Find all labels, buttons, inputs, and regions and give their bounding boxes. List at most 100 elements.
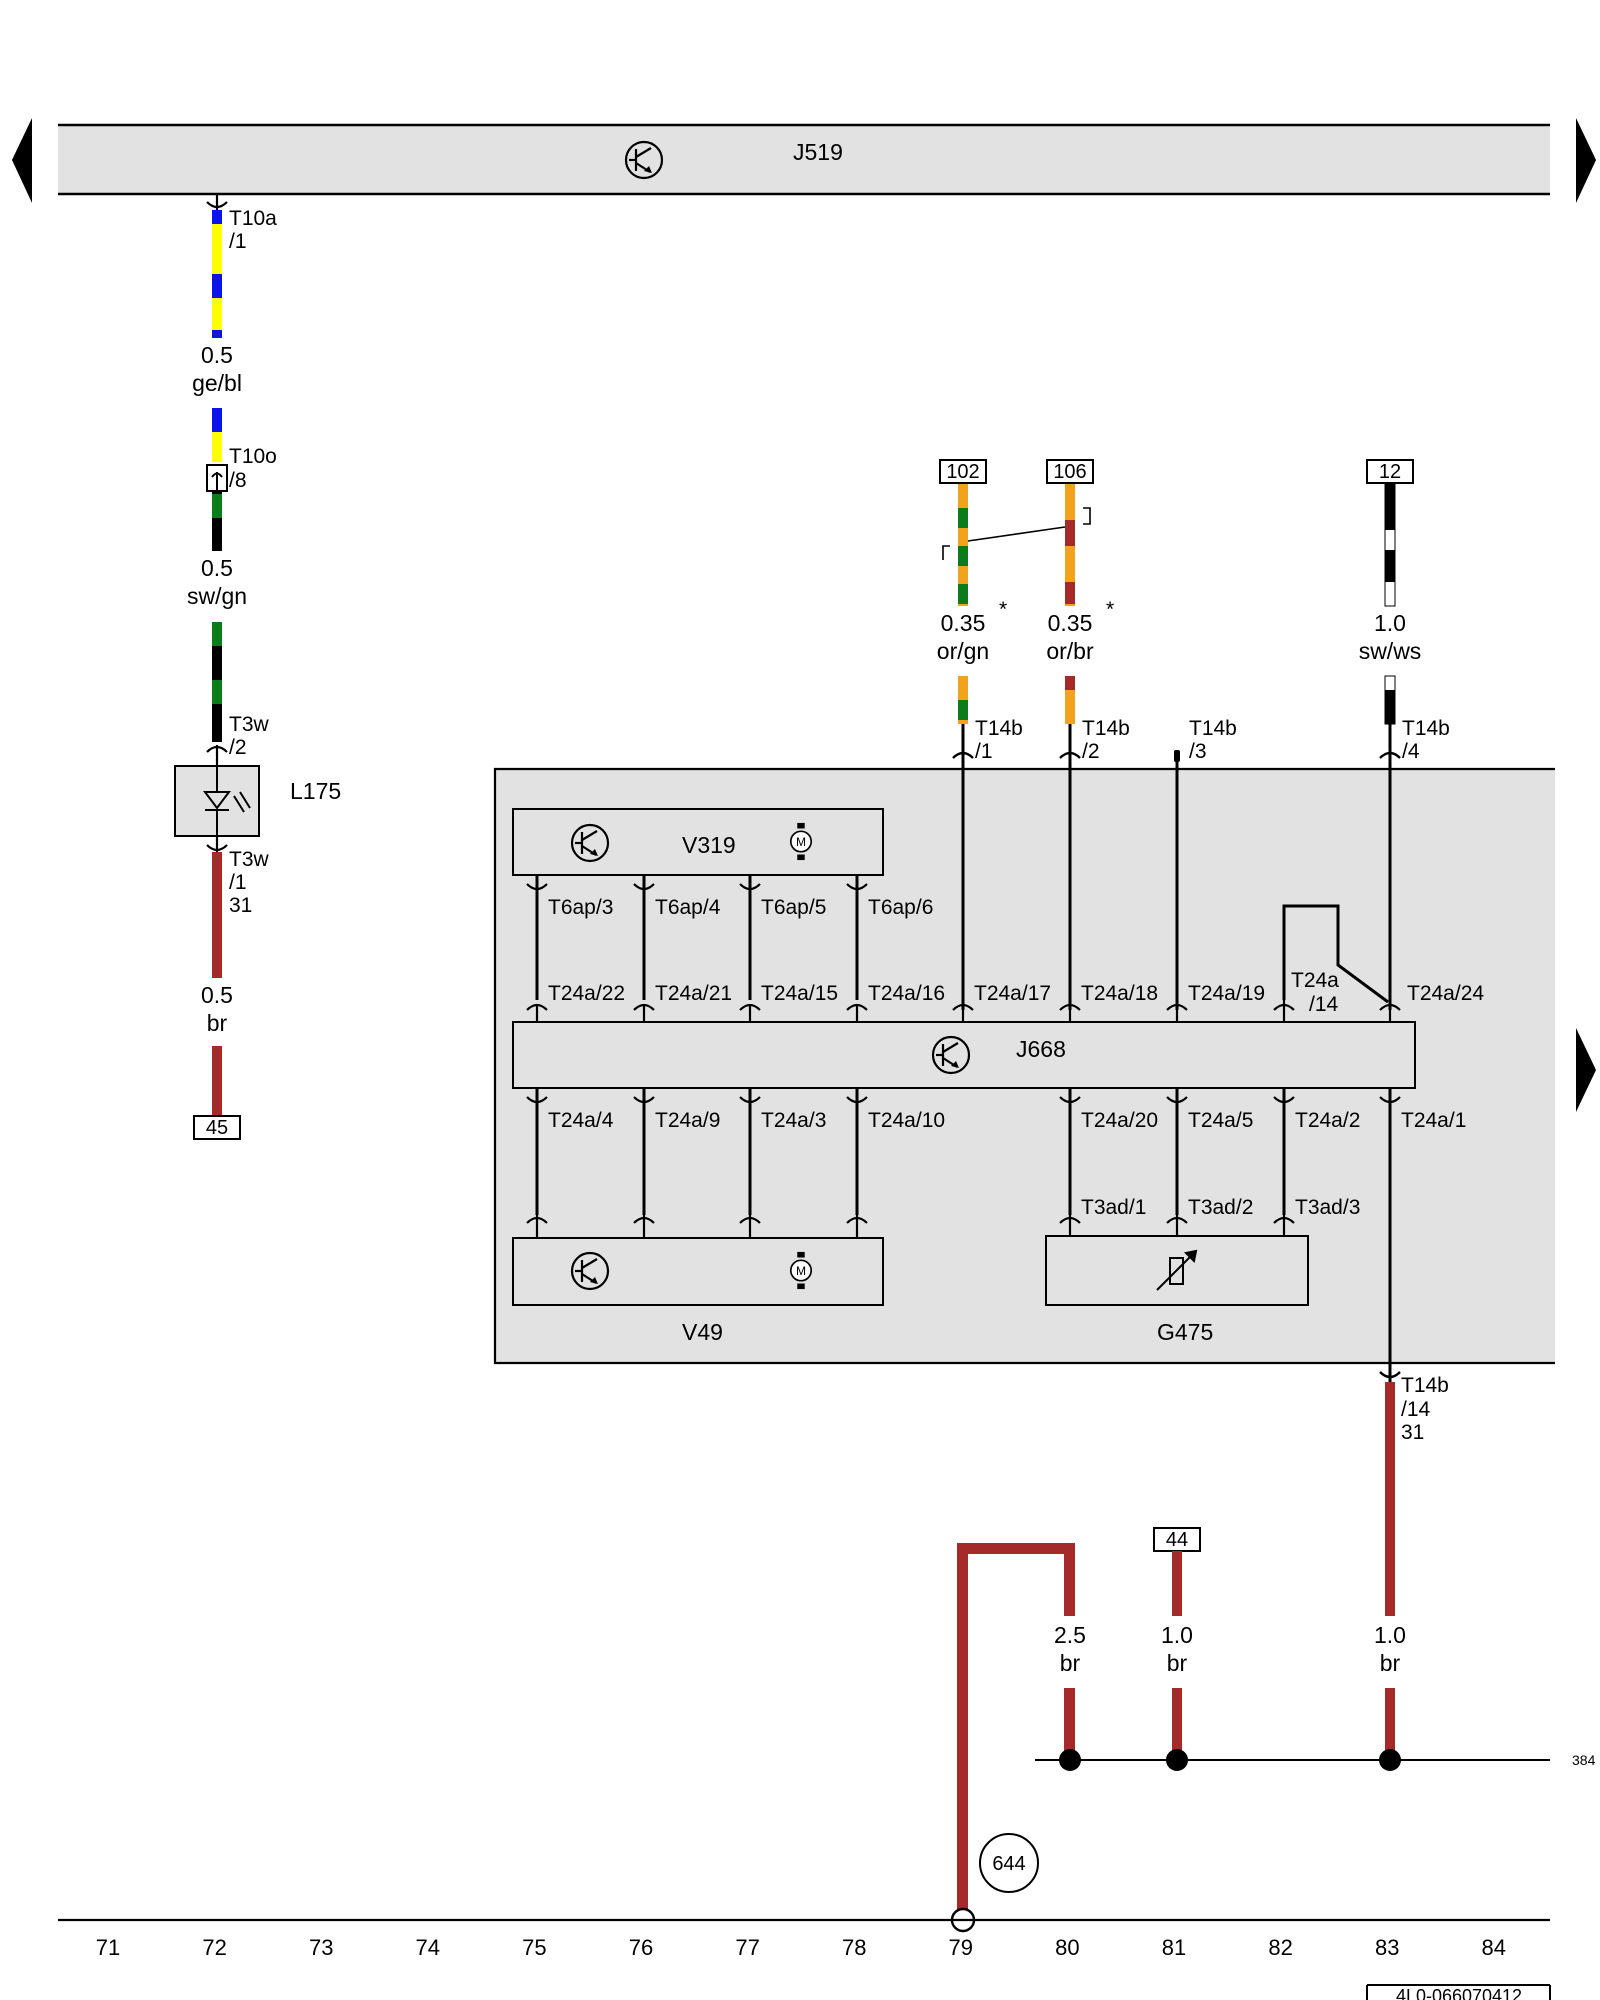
wire-sw-gn[interactable]	[212, 491, 222, 742]
variable-resistor-icon	[1156, 1249, 1198, 1291]
ref-number: 644	[992, 1853, 1025, 1875]
wire-or-br[interactable]	[1065, 484, 1075, 724]
right-arrow-icon[interactable]	[1576, 1028, 1596, 1112]
g475-label: G475	[1157, 1319, 1213, 1345]
pin-label: T14b	[1401, 1374, 1449, 1397]
pin-label: T24a/3	[761, 1109, 826, 1132]
v49-label: V49	[682, 1319, 723, 1345]
ref-number: 12	[1379, 461, 1401, 483]
pin-label: T6ap/5	[761, 896, 826, 919]
pin-label: /4	[1402, 740, 1420, 763]
grid-number: 75	[522, 1935, 546, 1960]
ref-number: 44	[1166, 1529, 1188, 1551]
pin-label: T24a	[1291, 969, 1339, 992]
pin-label: T24a/4	[548, 1109, 614, 1132]
pin-label: T24a/17	[974, 982, 1051, 1005]
pin-label: /2	[229, 736, 247, 759]
pin-label: T24a/10	[868, 1109, 945, 1132]
pin-label: T24a/19	[1188, 982, 1265, 1005]
pin-label: T24a/21	[655, 982, 732, 1005]
pin-label: T24a/18	[1081, 982, 1158, 1005]
pin-label: T24a/22	[548, 982, 625, 1005]
wire-color: ge/bl	[192, 370, 242, 396]
pin-label: T24a/1	[1401, 1109, 1466, 1132]
pin-label: /1	[229, 871, 247, 894]
pin-label: /1	[975, 740, 993, 763]
grid-number: 83	[1375, 1935, 1399, 1960]
wire-color: or/gn	[937, 638, 989, 664]
right-arrow-icon[interactable]	[1576, 118, 1596, 203]
bridge-wire	[1282, 904, 1389, 1004]
l175-label: L175	[290, 778, 341, 804]
j519-label: J519	[793, 139, 843, 165]
wire-or-gn[interactable]	[958, 484, 968, 724]
ref-box[interactable]	[1046, 459, 1094, 484]
pin-label: T3w	[229, 713, 270, 736]
wire-color: br	[207, 1010, 228, 1036]
wire-size: 0.35	[941, 610, 986, 636]
grid-number: 71	[96, 1935, 120, 1960]
grid-number: 78	[842, 1935, 866, 1960]
wire-size: 1.0	[1161, 1622, 1193, 1648]
wire-color: br	[1060, 1650, 1081, 1676]
grid-number: 82	[1268, 1935, 1292, 1960]
j519-module	[58, 125, 1550, 194]
wire-br[interactable]	[957, 1543, 1075, 1920]
wire-sw-ws[interactable]	[1384, 483, 1396, 725]
left-arrow-icon[interactable]	[12, 118, 32, 203]
pin-label: T3ad/1	[1081, 1196, 1146, 1219]
ref-number: 384	[1572, 1752, 1596, 1768]
wire-note-mark: *	[1106, 598, 1114, 621]
ref-box[interactable]	[939, 459, 987, 484]
wire-color: or/br	[1046, 638, 1094, 664]
wire-color: br	[1167, 1650, 1188, 1676]
wire-note-mark: *	[999, 598, 1007, 621]
grid-number: 84	[1482, 1935, 1506, 1960]
pin-label: T24a/24	[1407, 982, 1484, 1005]
pin-label: T14b	[1402, 717, 1450, 740]
pin-label: T24a/5	[1188, 1109, 1253, 1132]
grid-number: 76	[629, 1935, 653, 1960]
pin-label: T6ap/4	[655, 896, 721, 919]
ref-box[interactable]	[1366, 459, 1414, 484]
pin-label: T24a/16	[868, 982, 945, 1005]
pin-label: T10o	[229, 445, 277, 468]
pin-label: T24a/20	[1081, 1109, 1158, 1132]
pin-label: T3w	[229, 848, 270, 871]
twisted-pair-marker	[942, 507, 1091, 560]
grid-number: 80	[1055, 1935, 1079, 1960]
grid-number: 77	[735, 1935, 759, 1960]
wire-size: 2.5	[1054, 1622, 1086, 1648]
pin-label: /3	[1189, 740, 1207, 763]
led-icon	[203, 766, 251, 836]
v49-module[interactable]	[512, 1237, 884, 1306]
v319-label: V319	[682, 832, 736, 858]
ref-box[interactable]	[193, 1115, 241, 1140]
ground-point-marker[interactable]	[979, 1833, 1039, 1893]
pin-label: /2	[1082, 740, 1100, 763]
pin-label: T24a/9	[655, 1109, 720, 1132]
wire-br[interactable]	[212, 852, 222, 1116]
wire-color: sw/ws	[1359, 638, 1422, 664]
wire-color: br	[1380, 1650, 1401, 1676]
wire-size: 0.5	[201, 555, 233, 581]
wire-size: 1.0	[1374, 1622, 1406, 1648]
wire-color: sw/gn	[187, 583, 247, 609]
grid-number: 81	[1162, 1935, 1186, 1960]
wire-size: 0.35	[1048, 610, 1093, 636]
j668-module[interactable]	[512, 1021, 1416, 1089]
wire-br[interactable]	[1385, 1382, 1395, 1760]
pin-label: /14	[1309, 993, 1339, 1016]
grid-number: 79	[949, 1935, 973, 1960]
v319-module[interactable]	[512, 808, 884, 876]
pin-label: T24a/15	[761, 982, 838, 1005]
j668-label: J668	[1016, 1036, 1066, 1062]
wire-br[interactable]	[1172, 1551, 1182, 1760]
grid-number: 74	[416, 1935, 440, 1960]
pin-label: T6ap/6	[868, 896, 933, 919]
ref-number: 102	[946, 461, 979, 483]
pin-label: T10a	[229, 207, 277, 230]
wire-ge-bl[interactable]	[212, 210, 222, 462]
grid-number: 72	[202, 1935, 226, 1960]
